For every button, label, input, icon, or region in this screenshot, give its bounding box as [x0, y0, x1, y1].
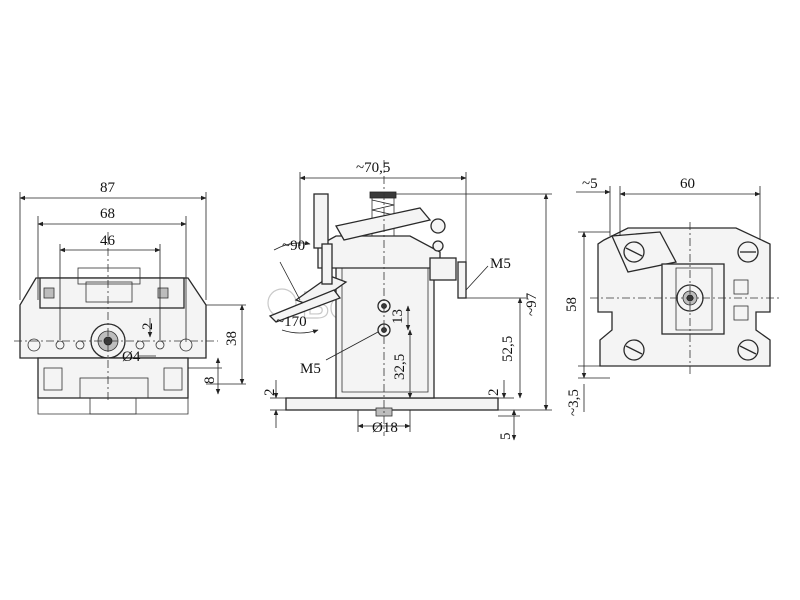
side-angle-170-arc [281, 329, 319, 334]
side-pivot [430, 218, 446, 234]
front-view: 87 68 46 2 Ø4 38 8 [14, 180, 246, 415]
front-small-hole-1 [55, 340, 65, 350]
top-screw-br [737, 339, 759, 361]
side-post [313, 193, 329, 249]
top-center-inner [675, 267, 713, 331]
front-hole-tr [157, 287, 169, 299]
side-dim-2l-label: 2 [262, 389, 278, 397]
top-view: ~5 60 58 ~3,5 [564, 176, 780, 416]
side-m5-top-leader [465, 265, 489, 291]
side-pivot-lower [432, 240, 444, 252]
side-terminal-stud [457, 261, 467, 299]
front-dim-d4-label: Ø4 [122, 349, 141, 365]
side-dim-2r-label: 2 [486, 389, 502, 397]
side-dim-32-label: 32,5 [392, 354, 408, 380]
front-hole-bl [27, 338, 41, 352]
side-dim-13-label: 13 [390, 309, 406, 324]
side-dim-52-label: 52,5 [500, 336, 516, 362]
side-angle-90-label: ~90 [282, 238, 305, 254]
side-top-bracket [334, 207, 432, 241]
side-lever-lower [268, 289, 342, 323]
side-dim-70-label: ~70,5 [356, 160, 390, 176]
top-dim-5-label: ~5 [582, 176, 598, 192]
side-upper-housing [317, 235, 441, 269]
front-dim-2-label: 2 [140, 323, 156, 331]
front-dim-8-label: 8 [202, 377, 218, 385]
side-spring-cap [369, 191, 397, 199]
front-dim-68-label: 68 [100, 206, 115, 222]
front-hole-tl [43, 287, 55, 299]
side-angle-170-label: ~170 [276, 314, 307, 330]
front-terminal-left [43, 367, 63, 391]
top-terminal-1 [733, 279, 749, 295]
side-angle-90-arc [273, 240, 311, 251]
side-m5-bottom-label: M5 [300, 361, 321, 377]
front-terminal-right [163, 367, 183, 391]
front-dim-38-label: 38 [224, 331, 240, 346]
top-terminal-2 [733, 305, 749, 321]
front-small-hole-3 [135, 340, 145, 350]
side-m5-bottom-leader [325, 331, 379, 361]
top-dim-58-label: 58 [564, 297, 580, 312]
side-view: ~70,5 ~97 52,5 32,5 13 ~90 ~170 M5 M5 2 [262, 160, 552, 441]
front-dim-46-label: 46 [100, 233, 116, 249]
side-m5-top-label: M5 [490, 256, 511, 272]
side-lever-guide [279, 261, 301, 301]
side-dim-97-label: ~97 [524, 292, 540, 316]
front-center-recess [85, 281, 133, 303]
top-screw-bl [623, 339, 645, 361]
side-dim-d18-label: Ø18 [372, 420, 398, 436]
side-coil-inner [341, 258, 429, 393]
side-dim-5-label: 5 [498, 433, 514, 441]
front-dim-87-label: 87 [100, 180, 116, 196]
top-screw-tl [623, 241, 645, 263]
front-base-slot [89, 397, 137, 415]
top-dim-3-label: ~3,5 [566, 389, 582, 416]
top-dim-60-label: 60 [680, 176, 695, 192]
front-base-foot [37, 398, 189, 415]
side-terminal [429, 257, 457, 281]
front-top-tab [77, 267, 141, 285]
top-screw-tr [737, 241, 759, 263]
side-contact-left [321, 243, 333, 285]
